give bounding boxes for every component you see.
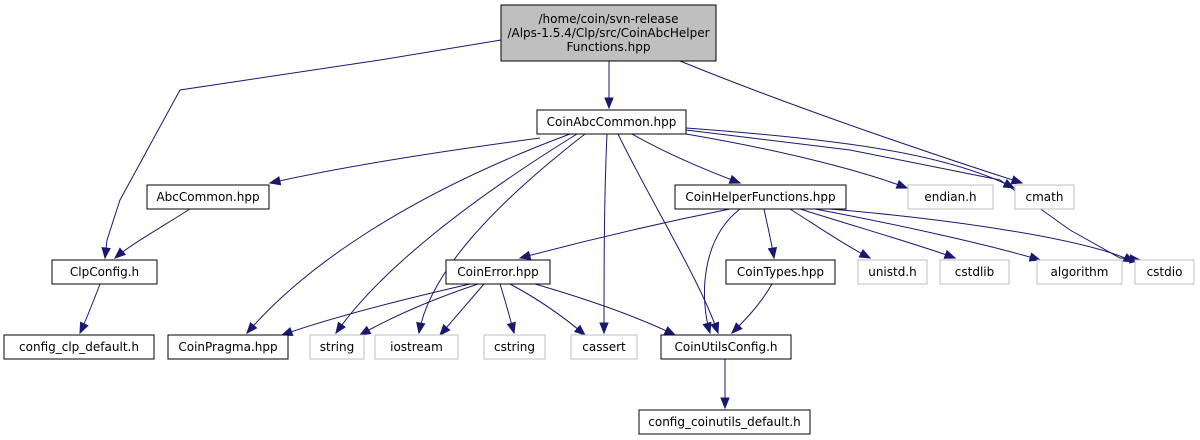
edge-abccommon_coin-to-pragma xyxy=(246,133,571,335)
node-root[interactable]: /home/coin/svn-release/Alps-1.5.4/Clp/sr… xyxy=(500,4,717,62)
node-helper[interactable]: CoinHelperFunctions.hpp xyxy=(674,184,847,210)
node-config_coinutils[interactable]: config_coinutils_default.h xyxy=(638,409,811,435)
edge-abccommon_coin-to-iostream xyxy=(416,133,586,335)
node-label: CoinError.hpp xyxy=(457,265,538,279)
edge-helper-to-cstdlib xyxy=(799,208,957,259)
node-box xyxy=(536,109,687,135)
node-label: cstdio xyxy=(1147,265,1183,279)
edge-root-to-clpconfig xyxy=(101,39,502,260)
node-label: Functions.hpp xyxy=(567,40,651,54)
node-cstdio[interactable]: cstdio xyxy=(1134,259,1195,285)
edge-clpconfig-to-config_clp xyxy=(79,283,101,335)
node-box xyxy=(167,334,289,360)
edge-utilsconfig-to-config_coinutils xyxy=(720,358,730,410)
edge-abccommon_coin-to-cassert xyxy=(599,133,609,335)
node-box xyxy=(660,334,792,360)
node-label: algorithm xyxy=(1051,265,1109,279)
node-box xyxy=(309,334,365,360)
node-label: cmath xyxy=(1026,190,1064,204)
node-abccommon[interactable]: AbcCommon.hpp xyxy=(146,184,270,210)
edge-coinerror-to-utilsconfig xyxy=(534,283,677,336)
node-label: CoinTypes.hpp xyxy=(737,265,824,279)
node-string[interactable]: string xyxy=(309,334,365,360)
node-label: CoinAbcCommon.hpp xyxy=(547,115,677,129)
edge-coinerror-to-string xyxy=(358,283,479,336)
edge-abccommon_coin-to-helper xyxy=(631,133,742,184)
edge-abccommon-to-clpconfig xyxy=(113,208,191,259)
node-label: ClpConfig.h xyxy=(70,265,139,279)
node-box xyxy=(1036,259,1123,285)
node-box xyxy=(445,259,551,285)
node-box xyxy=(146,184,270,210)
node-algorithm[interactable]: algorithm xyxy=(1036,259,1123,285)
edge-abccommon_coin-to-cmath xyxy=(685,127,1016,189)
edge-root-to-cmath xyxy=(679,60,1024,185)
node-box xyxy=(3,334,155,360)
node-box xyxy=(857,259,928,285)
node-box xyxy=(939,259,1010,285)
node-box xyxy=(638,409,811,435)
node-label: endian.h xyxy=(924,190,976,204)
edge-abccommon_coin-to-abccommon xyxy=(268,137,541,186)
edge-coinerror-to-cassert xyxy=(509,283,587,336)
node-box xyxy=(725,259,836,285)
edge-helper-to-unistd xyxy=(789,208,872,259)
edge-root-to-abccommon_coin xyxy=(604,60,614,110)
edge-abccommon_coin-to-endian xyxy=(685,133,909,189)
edge-helper-to-coinerror xyxy=(518,208,731,260)
node-box xyxy=(51,259,158,285)
node-box xyxy=(374,334,459,360)
node-label: CoinPragma.hpp xyxy=(178,340,277,354)
node-label: cstring xyxy=(494,340,535,354)
edge-helper-to-algorithm xyxy=(814,208,1042,262)
node-box xyxy=(500,4,717,62)
edge-abccommon_coin-to-string xyxy=(335,133,578,335)
node-label: cassert xyxy=(582,340,626,354)
node-cmath[interactable]: cmath xyxy=(1014,184,1075,210)
node-cstdlib[interactable]: cstdlib xyxy=(939,259,1010,285)
edge-coinerror-to-pragma xyxy=(280,283,471,336)
node-label: CoinHelperFunctions.hpp xyxy=(685,190,835,204)
node-label: unistd.h xyxy=(868,265,917,279)
node-label: config_coinutils_default.h xyxy=(648,415,800,429)
edge-abccommon_coin-to-utilsconfig xyxy=(617,133,720,335)
edges-layer xyxy=(79,39,1142,410)
node-box xyxy=(674,184,847,210)
node-cstring[interactable]: cstring xyxy=(483,334,546,360)
node-utilsconfig[interactable]: CoinUtilsConfig.h xyxy=(660,334,792,360)
node-cassert[interactable]: cassert xyxy=(570,334,638,360)
node-iostream[interactable]: iostream xyxy=(374,334,459,360)
node-box xyxy=(1014,184,1075,210)
edge-helper-to-cointypes xyxy=(763,208,778,260)
edge-coinerror-to-iostream xyxy=(439,283,485,337)
node-pragma[interactable]: CoinPragma.hpp xyxy=(167,334,289,360)
node-label: AbcCommon.hpp xyxy=(156,190,259,204)
node-box xyxy=(570,334,638,360)
node-label: iostream xyxy=(390,340,443,354)
node-unistd[interactable]: unistd.h xyxy=(857,259,928,285)
node-label: string xyxy=(320,340,354,354)
node-label: config_clp_default.h xyxy=(19,340,139,354)
node-box xyxy=(907,184,994,210)
edge-coinerror-to-cstring xyxy=(499,283,516,335)
node-label: CoinUtilsConfig.h xyxy=(675,340,778,354)
node-label: /home/coin/svn-release xyxy=(538,12,678,26)
edge-helper-to-cstdio xyxy=(829,208,1136,263)
node-config_clp[interactable]: config_clp_default.h xyxy=(3,334,155,360)
node-label: /Alps-1.5.4/Clp/src/CoinAbcHelper xyxy=(507,26,709,40)
node-box xyxy=(1134,259,1195,285)
node-clpconfig[interactable]: ClpConfig.h xyxy=(51,259,158,285)
edge-helper-to-utilsconfig xyxy=(702,208,741,335)
node-box xyxy=(483,334,546,360)
node-label: cstdlib xyxy=(955,265,994,279)
node-abccommon_coin[interactable]: CoinAbcCommon.hpp xyxy=(536,109,687,135)
node-cointypes[interactable]: CoinTypes.hpp xyxy=(725,259,836,285)
node-coinerror[interactable]: CoinError.hpp xyxy=(445,259,551,285)
edge-cointypes-to-utilsconfig xyxy=(731,283,773,334)
nodes-layer: /home/coin/svn-release/Alps-1.5.4/Clp/sr… xyxy=(3,4,1195,435)
node-endian[interactable]: endian.h xyxy=(907,184,994,210)
